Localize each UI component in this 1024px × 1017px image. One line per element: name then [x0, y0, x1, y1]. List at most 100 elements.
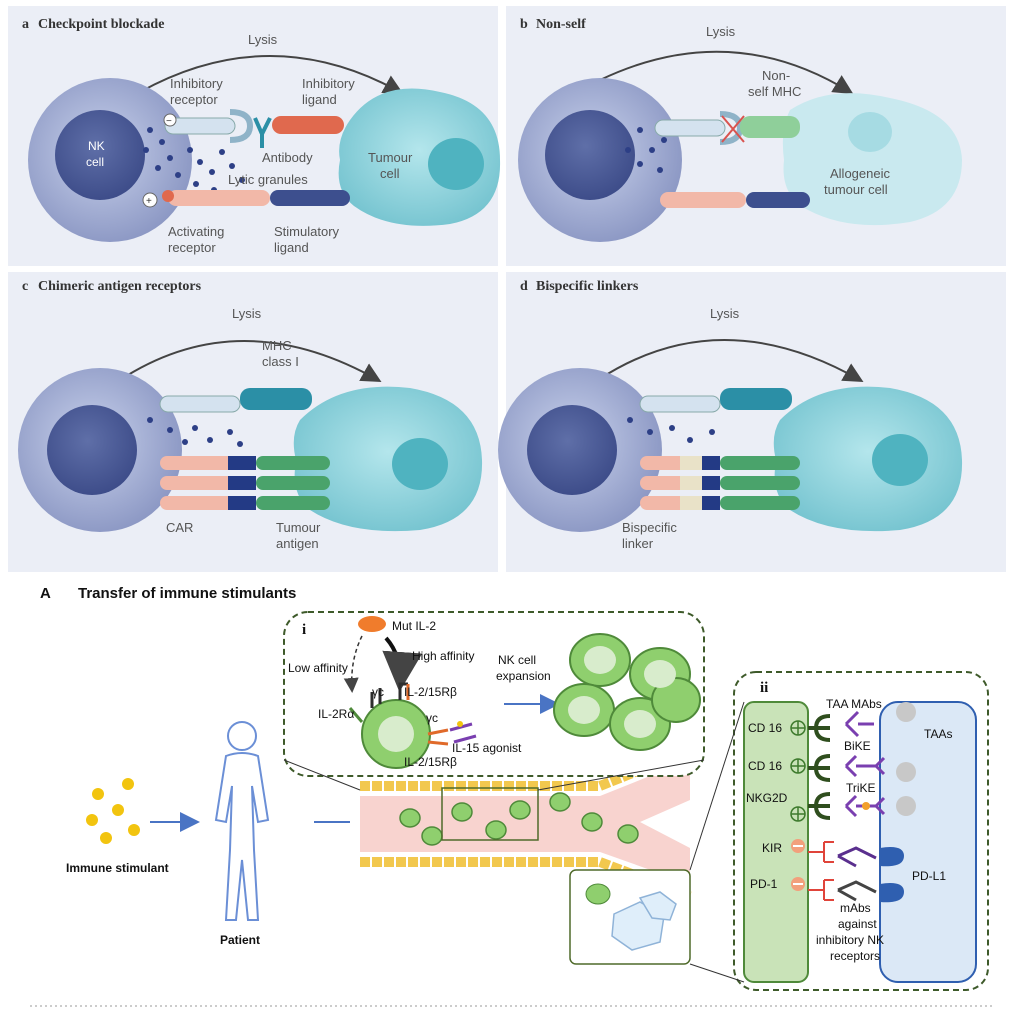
inset-i-pointer-line: [283, 759, 361, 791]
inhibitory-receptor: [164, 117, 236, 135]
stim-ligand-label-2: ligand: [274, 240, 309, 255]
mabs-label-1: mAbs: [840, 901, 871, 915]
allogeneic-label-2: tumour cell: [824, 182, 888, 197]
nk-nucleus: [545, 110, 635, 200]
low-affinity-label: Low affinity: [288, 661, 348, 675]
panel-d-title: Bispecific linkers: [536, 279, 639, 294]
trike-label: TriKE: [846, 781, 876, 795]
taa-mabs-label: TAA MAbs: [826, 697, 882, 711]
activating-receptor: [168, 190, 270, 206]
panel-d-letter: d: [520, 279, 528, 294]
inhibitory-minus-icons: [791, 839, 805, 891]
panel-a: a Checkpoint blockade Lysis Tumour cell …: [22, 17, 501, 255]
mut-il2-label: Mut IL-2: [392, 619, 436, 633]
panel-c: c Chimeric antigen receptors Lysis MHC c…: [18, 279, 483, 551]
expanded-nk-nuclei: [568, 646, 676, 738]
tumour-cell: [293, 386, 483, 532]
section-a-letter: A: [40, 585, 51, 602]
inset-ii-pointer-line: [689, 963, 745, 983]
panel-b-letter: b: [520, 17, 528, 32]
tumour-cell: [773, 386, 963, 532]
car-receptors: [160, 456, 330, 510]
act-receptor-label-2: receptor: [168, 240, 216, 255]
mabs-label-3: inhibitory NK: [816, 933, 884, 947]
act-receptor-label-1: Activating: [168, 224, 224, 239]
stim-ligand-label-1: Stimulatory: [274, 224, 340, 239]
inhib-ligand-label-2: ligand: [302, 92, 337, 107]
lysis-label: Lysis: [248, 32, 278, 47]
panel-b-title: Non-self: [536, 17, 586, 32]
kir-label: KIR: [762, 841, 782, 855]
allogeneic-label-1: Allogeneic: [830, 166, 890, 181]
low-affinity-arrow: [343, 635, 363, 693]
mhc-label-1: MHC: [262, 338, 292, 353]
nk-cell-membrane: [743, 701, 809, 983]
lysis-label: Lysis: [232, 306, 262, 321]
section-a-title: Transfer of immune stimulants: [78, 585, 296, 602]
patient-figure-icon: [214, 721, 270, 921]
il2-15rb-bottom-label: IL-2/15Rβ: [404, 755, 457, 769]
antibody: [253, 117, 272, 148]
pdl1-ligands: [880, 847, 904, 903]
inhib-receptor-label-1: Inhibitory: [170, 76, 223, 91]
tumour-label-1: Tumour: [368, 150, 413, 165]
mut-il2-icon: [358, 616, 386, 632]
bispecific-linkers: [640, 456, 800, 510]
mismatch-cross-icon: [721, 115, 745, 143]
mhc-class-i: [240, 388, 312, 410]
inhib-ligand-label-1: Inhibitory: [302, 76, 355, 91]
trike-cytokine-icon: [862, 802, 870, 810]
svg-text:+: +: [146, 196, 152, 207]
tumour-cell: [338, 88, 501, 226]
panel-d: d Bispecific linkers Lysis Bispecific li…: [498, 279, 963, 551]
nk-nucleus: [527, 405, 617, 495]
receptor-stalks: [370, 682, 408, 708]
panel-c-title: Chimeric antigen receptors: [38, 279, 202, 294]
inset-ii-numeral: ii: [760, 680, 768, 696]
activating-receptors: [808, 714, 831, 820]
activating-receptor: [660, 192, 746, 208]
lytic-granules: [143, 127, 245, 193]
panel-c-letter: c: [22, 279, 28, 294]
nk-cell-in-tissue: [585, 883, 611, 905]
tumour-nucleus: [428, 138, 484, 190]
inset-ii-pointer-line-2: [689, 701, 745, 871]
lysis-arrow: [119, 340, 382, 382]
nk-label-2: cell: [86, 155, 104, 169]
mhc-class-i: [720, 388, 792, 410]
linker-label-2: linker: [622, 536, 654, 551]
pdl1-label: PD-L1: [912, 869, 946, 883]
il15-agonist-icon: [449, 722, 477, 744]
gamma-c-label-1: γc: [372, 685, 384, 699]
lysis-arrow: [599, 50, 854, 95]
bike-label: BiKE: [844, 739, 871, 753]
nk-cells-in-vessel: [399, 792, 639, 846]
inhibitory-ligand: [272, 116, 344, 134]
antibody-label: Antibody: [262, 150, 313, 165]
nkg2d-label: NKG2D: [746, 791, 788, 805]
nonself-label-1: Non-: [762, 68, 790, 83]
taa-antigens: [896, 702, 916, 816]
car-label: CAR: [166, 520, 193, 535]
il2ra-label: IL-2Rα: [318, 707, 354, 721]
inhibitory-receptor: [159, 395, 241, 413]
lytic-granules: [627, 417, 715, 443]
stimulatory-ligand: [746, 192, 810, 208]
patient-label: Patient: [220, 933, 260, 947]
nk-nucleus: [378, 716, 414, 752]
lysis-label: Lysis: [706, 24, 736, 39]
pd1-label: PD-1: [750, 877, 778, 891]
panel-a-letter: a: [22, 17, 29, 32]
panel-a-title: Checkpoint blockade: [38, 17, 164, 32]
taas-label: TAAs: [924, 727, 952, 741]
expansion-label-1: NK cell: [498, 653, 536, 667]
stimulatory-ligand: [270, 190, 350, 206]
il2-15rb-top-label: IL-2/15Rβ: [404, 685, 457, 699]
tumour-cell-membrane: [879, 701, 977, 983]
tumour-nucleus: [848, 112, 892, 152]
tumour-nucleus: [392, 438, 448, 490]
lytic-granules: [147, 417, 243, 447]
cd16-label-2: CD 16: [748, 759, 782, 773]
immune-stimulant-label: Immune stimulant: [66, 861, 169, 875]
lysis-arrow: [139, 55, 404, 94]
